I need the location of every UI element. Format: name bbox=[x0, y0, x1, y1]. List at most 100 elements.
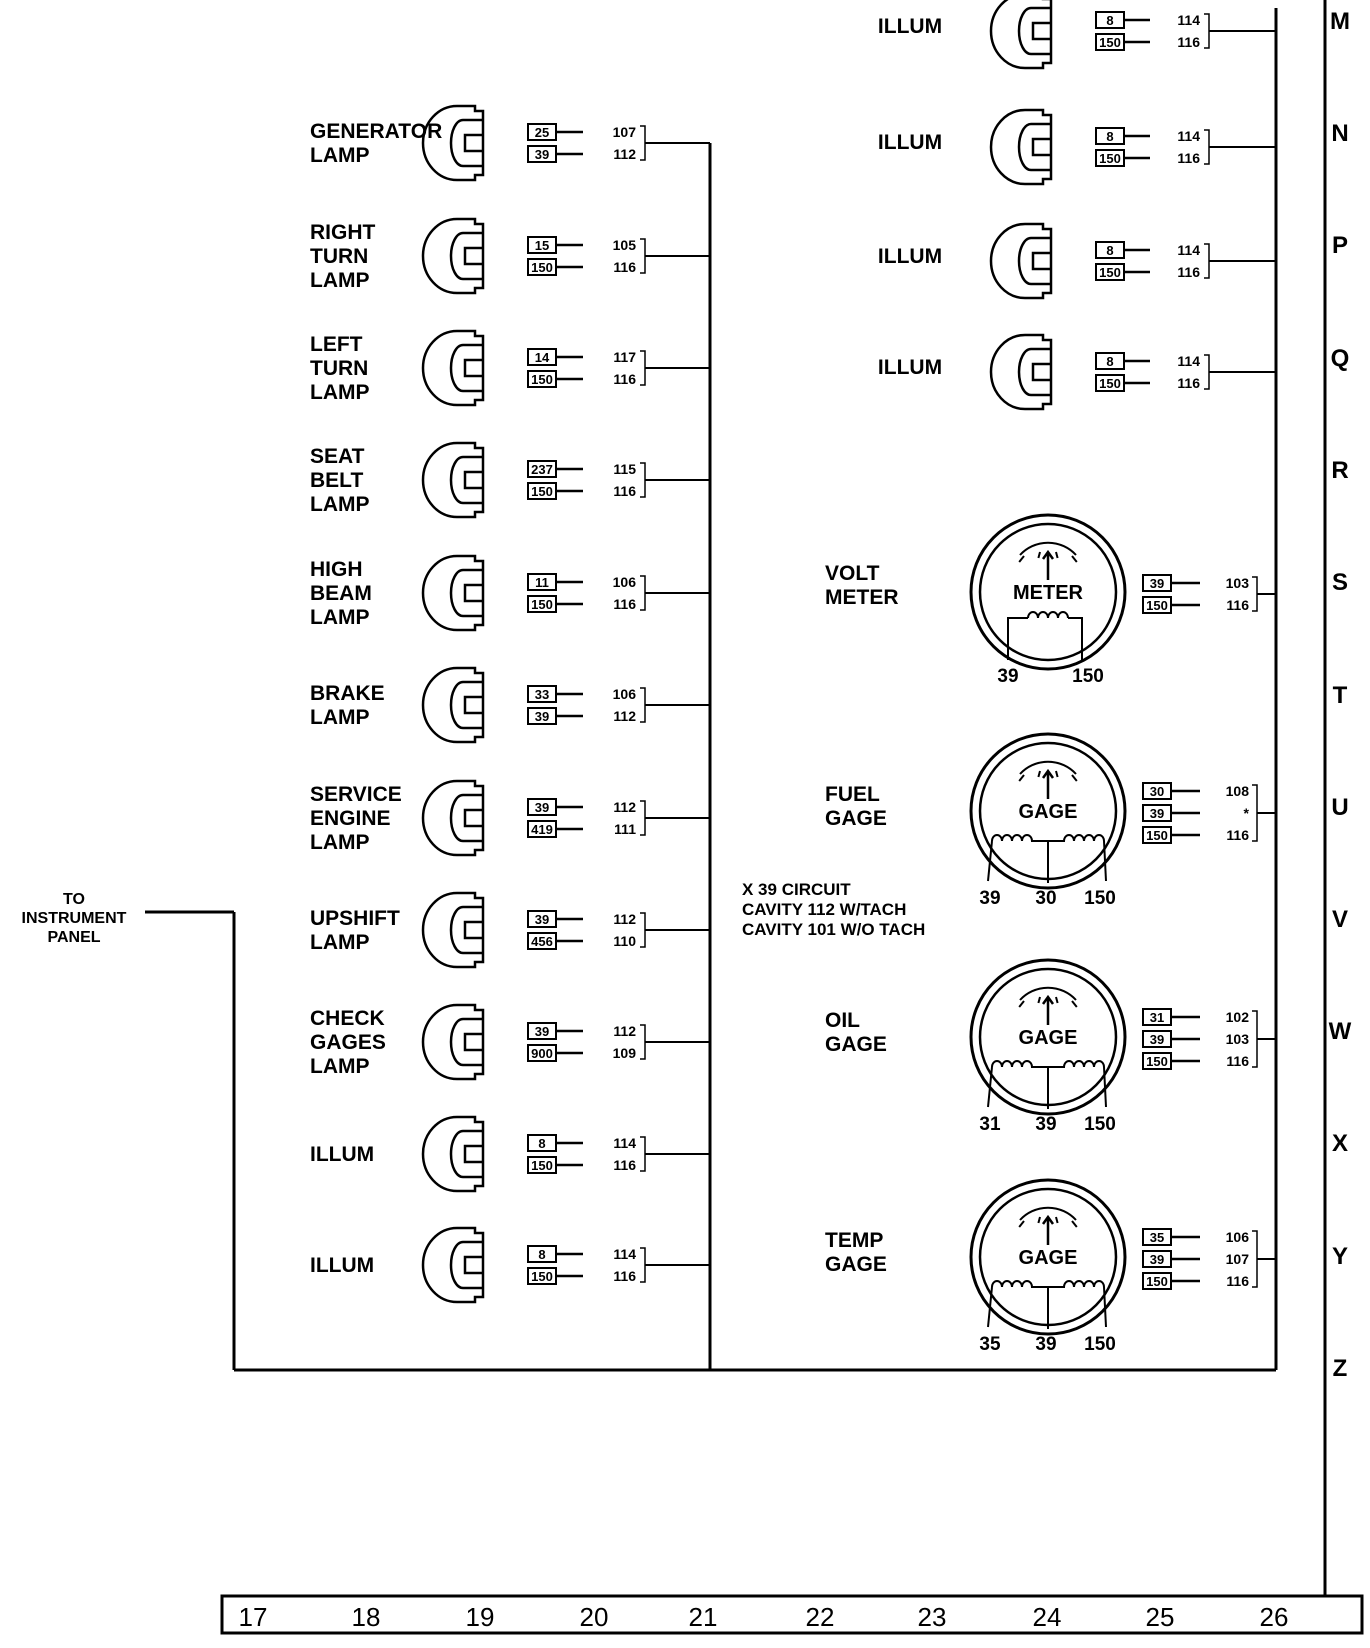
cavity-number: 117 bbox=[613, 349, 636, 365]
cavity-bracket bbox=[640, 238, 646, 274]
cavity-number: 114 bbox=[1177, 128, 1200, 144]
cavity-number: * bbox=[1244, 805, 1250, 821]
cavity-number: 116 bbox=[613, 259, 636, 275]
cavity-number: 112 bbox=[613, 911, 636, 927]
lamp-label: LAMP bbox=[310, 269, 370, 292]
cavity-number: 116 bbox=[1177, 375, 1200, 391]
gauge-label: METER bbox=[825, 586, 899, 609]
to-panel-label: TO INSTRUMENT PANEL bbox=[22, 891, 127, 946]
column-number: 25 bbox=[1146, 1602, 1175, 1632]
cavity-number: 115 bbox=[613, 461, 636, 477]
diagram-frame bbox=[145, 0, 1364, 1635]
lamp-label: ILLUM bbox=[878, 131, 942, 154]
wire-code: 150 bbox=[1099, 35, 1121, 50]
lamp-label: TURN bbox=[310, 245, 368, 268]
lamp-label: HIGH bbox=[310, 558, 363, 581]
cavity-number: 116 bbox=[1226, 597, 1249, 613]
row-letter: Z bbox=[1333, 1355, 1348, 1382]
wire-code: 35 bbox=[1150, 1230, 1164, 1245]
to-panel-line-3: PANEL bbox=[47, 929, 100, 946]
wire-code: 11 bbox=[535, 575, 549, 590]
wire-code: 150 bbox=[531, 484, 553, 499]
gauge-terminal: 39 bbox=[997, 666, 1018, 687]
cavity-number: 116 bbox=[613, 1157, 636, 1173]
wire-code: 14 bbox=[535, 350, 550, 365]
cavity-bracket bbox=[640, 575, 646, 611]
wire-code: 150 bbox=[1146, 828, 1168, 843]
wire-code: 456 bbox=[531, 934, 553, 949]
wire-code: 30 bbox=[1150, 784, 1164, 799]
wire-code: 150 bbox=[1099, 151, 1121, 166]
cavity-bracket bbox=[1204, 354, 1210, 390]
lamp-socket-icon bbox=[989, 108, 1053, 186]
row-letter: N bbox=[1331, 120, 1348, 147]
gauge-label: GAGE bbox=[825, 807, 887, 830]
gauge-terminal: 39 bbox=[1035, 1334, 1056, 1355]
cavity-number: 116 bbox=[613, 371, 636, 387]
cavity-number: 105 bbox=[613, 237, 637, 253]
cavity-bracket bbox=[640, 1247, 646, 1283]
lamp-socket-icon bbox=[421, 104, 485, 182]
lamp-label: CHECK bbox=[310, 1007, 385, 1030]
gauge-symbol-icon bbox=[969, 513, 1127, 671]
lamp-label: LAMP bbox=[310, 1055, 370, 1078]
lamp-label: GAGES bbox=[310, 1031, 386, 1054]
column-number: 17 bbox=[239, 1602, 268, 1632]
column-number: 21 bbox=[689, 1602, 718, 1632]
lamp-label: BELT bbox=[310, 469, 363, 492]
wire-code: 419 bbox=[531, 822, 553, 837]
wire-code: 33 bbox=[535, 687, 549, 702]
gauge-terminal: 39 bbox=[1035, 1114, 1056, 1135]
wire-code: 39 bbox=[535, 709, 549, 724]
gauge-terminal: 31 bbox=[979, 1114, 1001, 1135]
row-letter: V bbox=[1332, 906, 1348, 933]
lamp-socket-icon bbox=[989, 222, 1053, 300]
wire-code: 150 bbox=[531, 372, 553, 387]
lamp-label: ILLUM bbox=[878, 356, 942, 379]
cavity-number: 103 bbox=[1226, 1031, 1250, 1047]
row-letter: Y bbox=[1332, 1243, 1348, 1270]
cavity-bracket bbox=[1252, 784, 1258, 842]
cavity-bracket bbox=[640, 912, 646, 948]
wire-code: 39 bbox=[1150, 1252, 1164, 1267]
gauge-label: VOLT bbox=[825, 562, 880, 585]
cavity-number: 116 bbox=[1177, 34, 1200, 50]
wire-code: 39 bbox=[1150, 806, 1164, 821]
wire-code: 39 bbox=[535, 912, 549, 927]
wire-code: 39 bbox=[1150, 576, 1164, 591]
gauge-symbol-icon bbox=[969, 958, 1127, 1116]
lamp-label: GENERATOR bbox=[310, 120, 442, 143]
wire-code: 150 bbox=[1146, 1274, 1168, 1289]
wire-code: 8 bbox=[538, 1247, 545, 1262]
lamp-socket-icon bbox=[421, 441, 485, 519]
gauge-face-label: METER bbox=[1013, 582, 1084, 604]
gauge-label: GAGE bbox=[825, 1253, 887, 1276]
lamp-label: LAMP bbox=[310, 493, 370, 516]
ruler-box bbox=[220, 1594, 1364, 1635]
cavity-number: 107 bbox=[613, 124, 637, 140]
row-letter: R bbox=[1331, 457, 1348, 484]
cavity-number: 116 bbox=[1226, 827, 1249, 843]
lamp-label: LEFT bbox=[310, 333, 363, 356]
footnote-line-1: X 39 CIRCUIT bbox=[742, 880, 851, 899]
wire-code: 150 bbox=[531, 1269, 553, 1284]
column-number: 23 bbox=[918, 1602, 947, 1632]
cavity-number: 112 bbox=[613, 1023, 636, 1039]
cavity-bracket bbox=[1252, 1010, 1258, 1068]
